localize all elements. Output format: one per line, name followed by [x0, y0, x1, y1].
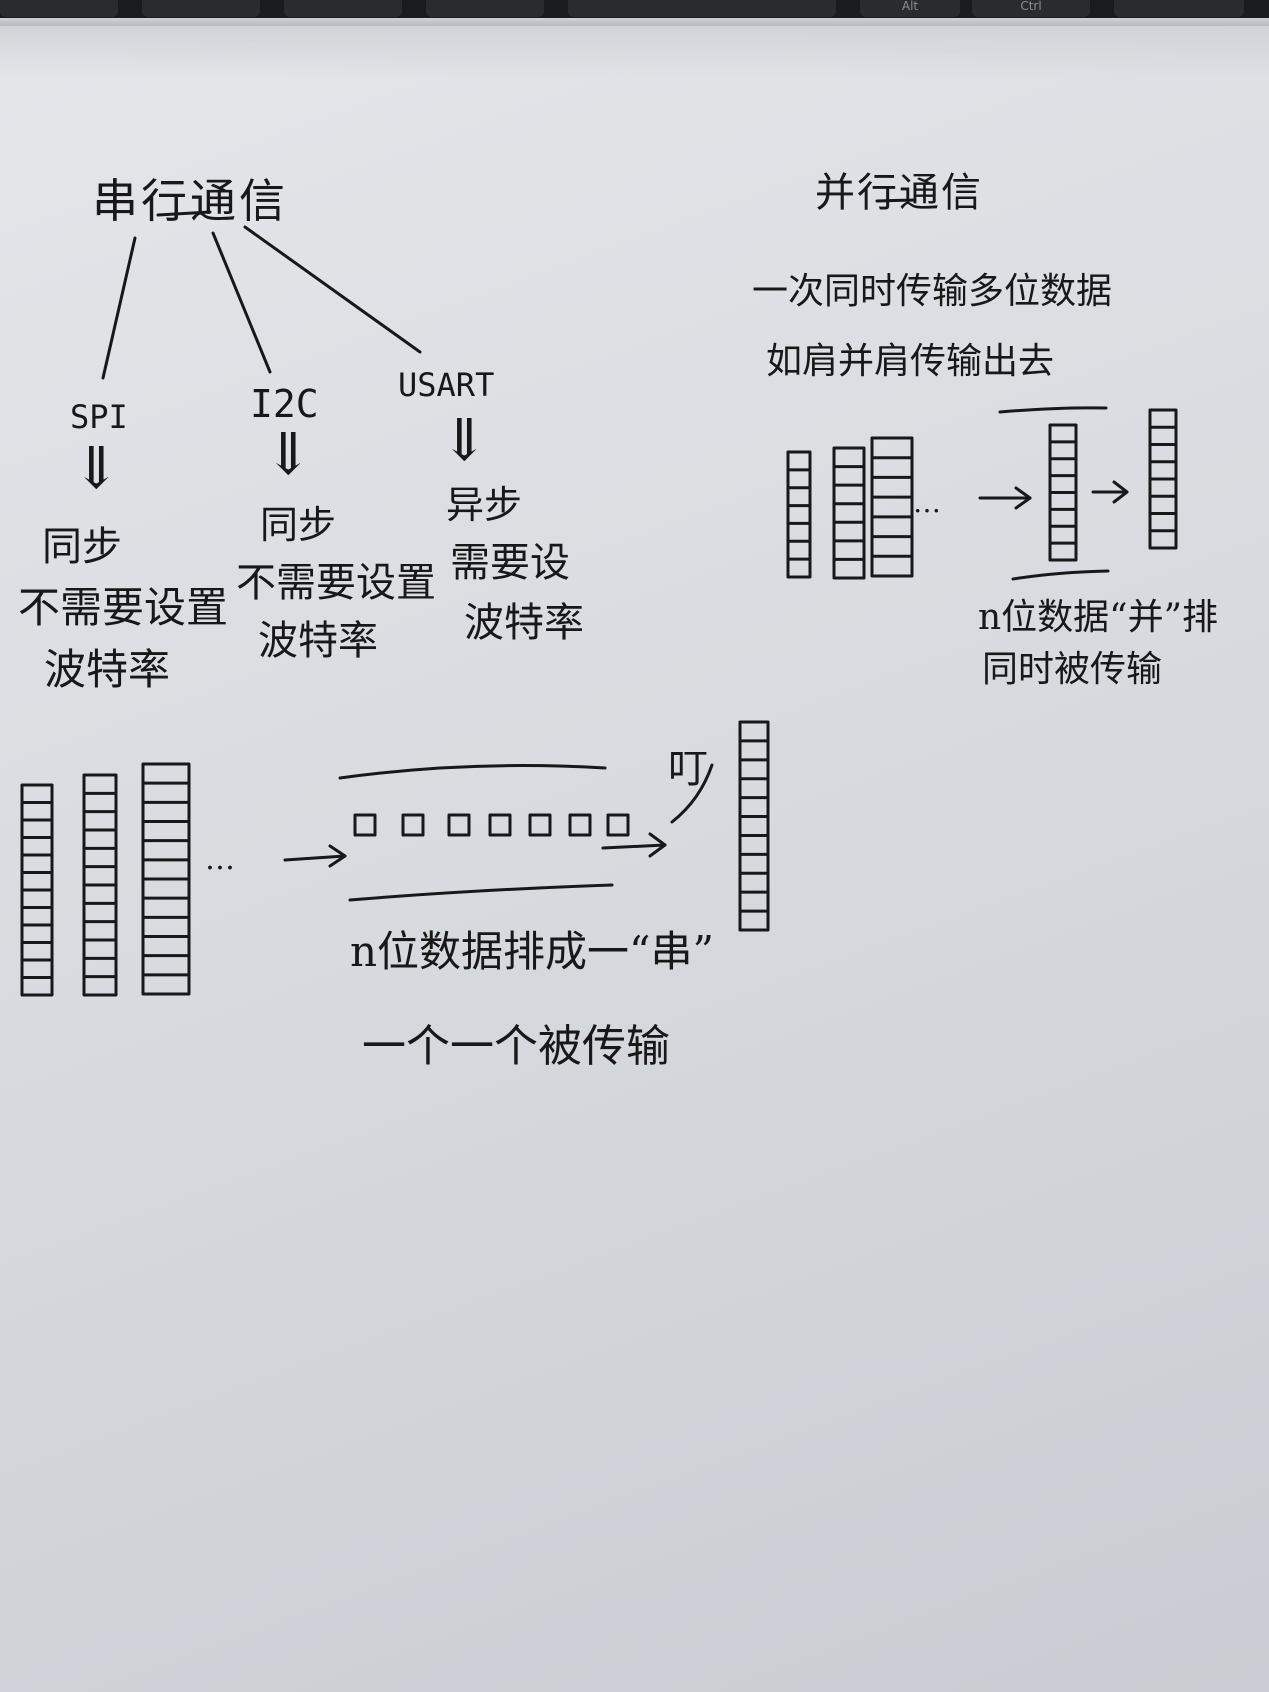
protocol-i2c-arrow: ⇓: [264, 420, 313, 488]
protocol-usart-name: USART: [398, 366, 495, 404]
parallel-caption-line2: 同时被传输: [982, 649, 1163, 690]
keyboard-key: [568, 0, 836, 17]
serial-arrow-out: [601, 832, 667, 858]
parallel-arrow-out: [1091, 480, 1129, 504]
parallel-output-stack: [1148, 408, 1178, 550]
protocol-usart-baud-line2: 波特率: [464, 600, 584, 646]
parallel-title: 并行通信: [815, 170, 983, 216]
protocol-spi-baud-line1: 不需要设置: [18, 583, 229, 632]
parallel-bracket-top: [998, 406, 1108, 414]
keyboard-key: [284, 0, 402, 17]
parallel-bracket-bottom: [1011, 569, 1110, 581]
serial-arrow-in: [283, 844, 347, 868]
keyboard-key: [0, 0, 118, 17]
serial-bit-box: [568, 813, 592, 837]
serial-caption-line2: 一个一个被传输: [362, 1021, 670, 1072]
keyboard-key: [1114, 0, 1244, 17]
serial-caption-line1: n位数据排成一“串”: [350, 927, 714, 976]
branch-line-spi: [101, 236, 137, 380]
protocol-spi-name: SPI: [70, 398, 128, 436]
protocol-usart-sync: 异步: [446, 483, 523, 527]
ctrl-key: Ctrl: [972, 0, 1090, 17]
branch-line-i2c: [211, 231, 272, 374]
protocol-i2c-name: I2C: [250, 382, 319, 426]
serial-output-stack-rect: [738, 720, 770, 932]
serial-bit-box: [528, 813, 552, 837]
serial-bit-box: [401, 813, 425, 837]
serial-bit-box: [353, 813, 377, 837]
protocol-i2c-sync: 同步: [260, 503, 337, 547]
serial-bracket-bottom: [348, 883, 614, 902]
keyboard-key: [426, 0, 544, 17]
protocol-spi-baud-line2: 波特率: [44, 645, 171, 694]
parallel-desc-line2: 如肩并肩传输出去: [766, 341, 1055, 382]
parallel-desc-line1: 一次同时传输多位数据: [752, 271, 1113, 312]
protocol-usart-baud-line1: 需要设: [450, 540, 570, 586]
parallel-stack: [870, 436, 914, 578]
protocol-spi-sync: 同步: [42, 524, 122, 570]
serial-arrow-curve: [670, 763, 714, 824]
keyboard-key: [142, 0, 260, 17]
branch-line-usart: [243, 225, 422, 354]
alt-key: Alt: [860, 0, 960, 17]
serial-output-label: 叮: [668, 746, 708, 792]
parallel-stack: [832, 446, 866, 580]
serial-output-stack: [738, 720, 770, 932]
serial-queue: [353, 813, 630, 837]
serial-bit-box: [606, 813, 630, 837]
underline-serial-title: [156, 210, 212, 217]
serial-bit-box: [488, 813, 512, 837]
parallel-middle-stack: [1048, 423, 1078, 562]
serial-input-stacks: [20, 762, 191, 997]
serial-bit-box: [447, 813, 471, 837]
protocol-i2c-baud-line1: 不需要设置: [236, 560, 436, 606]
underline-parallel-title: [875, 198, 917, 203]
parallel-caption-line1: n位数据“并”排: [978, 597, 1218, 638]
parallel-input-stacks: [786, 436, 914, 580]
parallel-ellipsis: …: [913, 486, 941, 519]
parallel-stack: [786, 450, 812, 579]
serial-ellipsis: …: [205, 842, 235, 877]
protocol-i2c-baud-line2: 波特率: [258, 618, 378, 664]
protocol-usart-arrow: ⇓: [440, 406, 489, 474]
serial-title: 串行通信: [92, 174, 288, 228]
protocol-spi-arrow: ⇓: [72, 434, 121, 502]
paper-shadow: [0, 18, 1269, 78]
serial-bracket-top: [338, 764, 607, 780]
parallel-arrow-in: [978, 486, 1032, 510]
